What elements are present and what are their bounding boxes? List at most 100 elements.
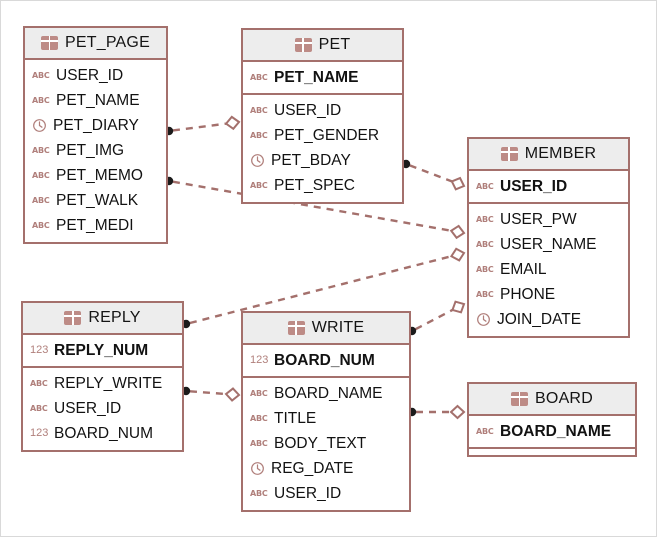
- text-type-icon: ABC: [250, 438, 268, 448]
- attribute-section: [469, 449, 635, 455]
- attribute-name: USER_ID: [56, 66, 124, 84]
- attribute-row[interactable]: ABC PHONE: [469, 282, 628, 307]
- primary-key-row[interactable]: ABC BOARD_NAME: [469, 419, 635, 444]
- attribute-name: PET_SPEC: [274, 176, 355, 194]
- attribute-name: BOARD_NUM: [274, 351, 375, 369]
- rel-write-board[interactable]: [407, 404, 466, 420]
- attribute-name: PHONE: [500, 285, 556, 303]
- attribute-row[interactable]: ABC PET_MEMO: [25, 163, 166, 188]
- attribute-name: PET_NAME: [274, 68, 359, 86]
- attribute-name: PET_NAME: [56, 91, 140, 109]
- entity-name: MEMBER: [524, 145, 597, 162]
- text-type-icon: ABC: [250, 388, 268, 398]
- target-marker-diamond: [450, 176, 466, 191]
- text-type-icon: ABC: [32, 170, 50, 180]
- text-type-icon: ABC: [476, 239, 494, 249]
- text-type-icon: ABC: [32, 70, 50, 80]
- rel-reply-write[interactable]: [181, 386, 241, 402]
- target-marker-diamond: [224, 387, 241, 402]
- number-type-icon: 123: [250, 354, 269, 366]
- attribute-name: PET_GENDER: [274, 126, 380, 144]
- primary-key-row[interactable]: 123 BOARD_NUM: [243, 348, 409, 373]
- text-type-icon: ABC: [476, 264, 494, 274]
- attribute-name: EMAIL: [500, 260, 547, 278]
- entity-name: PET: [318, 36, 351, 53]
- text-type-icon: ABC: [250, 488, 268, 498]
- text-type-icon: ABC: [32, 95, 50, 105]
- attribute-row[interactable]: ABC PET_SPEC: [243, 173, 402, 198]
- entity-header[interactable]: REPLY: [23, 303, 182, 335]
- entity-header[interactable]: PET_PAGE: [25, 28, 166, 60]
- primary-key-section: 123 BOARD_NUM: [243, 345, 409, 378]
- number-type-icon: 123: [30, 344, 49, 356]
- text-type-icon: ABC: [250, 130, 268, 140]
- attribute-row[interactable]: REG_DATE: [243, 456, 409, 481]
- attribute-row[interactable]: ABC USER_ID: [25, 63, 166, 88]
- text-type-icon: ABC: [32, 220, 50, 230]
- text-type-icon: ABC: [250, 413, 268, 423]
- entity-header[interactable]: PET: [243, 30, 402, 62]
- attribute-row[interactable]: PET_DIARY: [25, 113, 166, 138]
- attribute-row[interactable]: ABC PET_NAME: [25, 88, 166, 113]
- attribute-row[interactable]: JOIN_DATE: [469, 307, 628, 332]
- attribute-row[interactable]: PET_BDAY: [243, 148, 402, 173]
- primary-key-section: 123 REPLY_NUM: [23, 335, 182, 368]
- rel-pet_page-pet[interactable]: [164, 115, 241, 136]
- entity-name: WRITE: [311, 319, 365, 336]
- primary-key-section: ABC BOARD_NAME: [469, 416, 635, 449]
- text-type-icon: ABC: [476, 289, 494, 299]
- relationship-line: [414, 308, 454, 331]
- entity-header[interactable]: MEMBER: [469, 139, 628, 171]
- attribute-name: JOIN_DATE: [497, 310, 582, 328]
- attribute-name: USER_ID: [54, 399, 122, 417]
- attribute-name: REG_DATE: [271, 459, 354, 477]
- attribute-name: BODY_TEXT: [274, 434, 367, 452]
- entity-table-board[interactable]: BOARD ABC BOARD_NAME: [467, 382, 637, 457]
- clock-icon: [250, 153, 265, 168]
- attribute-name: REPLY_NUM: [54, 341, 149, 359]
- rel-write-member[interactable]: [407, 300, 466, 336]
- attribute-row[interactable]: ABC PET_GENDER: [243, 123, 402, 148]
- attribute-row[interactable]: ABC EMAIL: [469, 257, 628, 282]
- text-type-icon: ABC: [250, 180, 268, 190]
- attribute-row[interactable]: ABC USER_PW: [469, 207, 628, 232]
- primary-key-row[interactable]: 123 REPLY_NUM: [23, 338, 182, 363]
- entity-header[interactable]: WRITE: [243, 313, 409, 345]
- target-marker-diamond: [451, 300, 466, 314]
- attribute-name: BOARD_NAME: [500, 422, 612, 440]
- attribute-name: USER_PW: [500, 210, 577, 228]
- attribute-row[interactable]: ABC BODY_TEXT: [243, 431, 409, 456]
- rel-pet-member[interactable]: [401, 159, 466, 191]
- attribute-name: PET_MEMO: [56, 166, 143, 184]
- text-type-icon: ABC: [476, 214, 494, 224]
- attribute-name: REPLY_WRITE: [54, 374, 163, 392]
- attribute-name: USER_ID: [274, 101, 342, 119]
- entity-header[interactable]: BOARD: [469, 384, 635, 416]
- target-marker-diamond: [449, 404, 466, 420]
- entity-name: BOARD: [535, 390, 593, 407]
- entity-name: REPLY: [88, 309, 141, 326]
- text-type-icon: ABC: [476, 426, 494, 436]
